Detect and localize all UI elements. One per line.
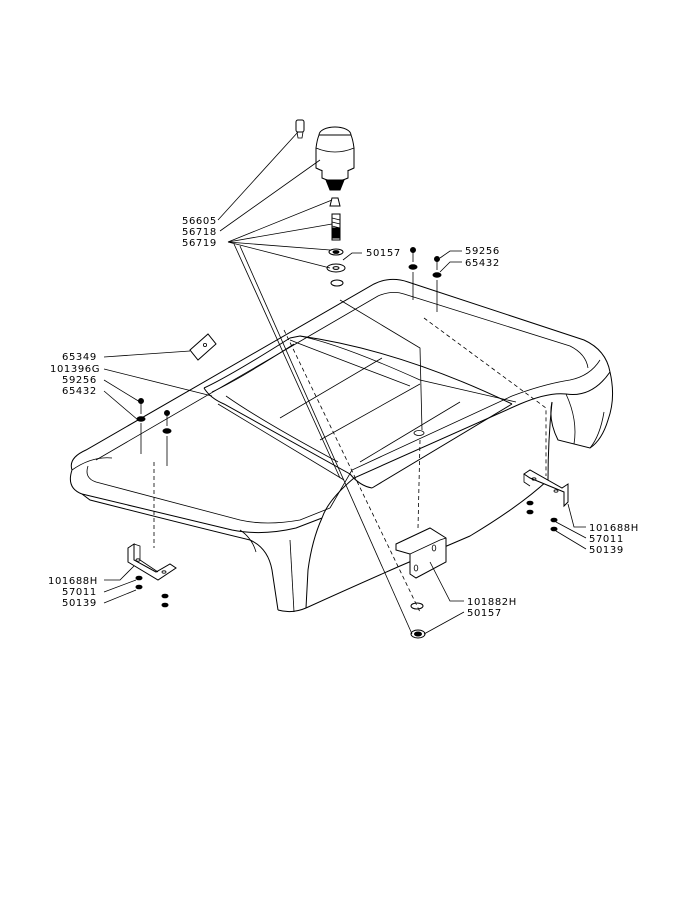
beacon-dome-part: [315, 126, 355, 191]
label-65349: 65349: [62, 352, 97, 363]
label-57011-right: 57011: [589, 534, 624, 545]
left-front-bolts: [136, 398, 172, 466]
right-rear-bolts: [408, 247, 442, 312]
label-57011-left: 57011: [62, 587, 97, 598]
label-101688h-left: 101688H: [48, 576, 98, 587]
alignment-lines: [153, 243, 547, 635]
roof-canopy: [69, 278, 614, 613]
right-mount-bracket: [523, 469, 569, 532]
label-56719: 56719: [182, 238, 217, 249]
label-56605: 56605: [182, 216, 217, 227]
label-56718: 56718: [182, 227, 217, 238]
leader-lines: [103, 131, 587, 635]
label-50157-bottom: 50157: [467, 608, 502, 619]
label-59256-right: 59256: [465, 246, 500, 257]
beacon-light: [295, 119, 355, 287]
threaded-stem-part: [326, 197, 346, 287]
label-50157-top: 50157: [366, 248, 401, 259]
label-50139-left: 50139: [62, 598, 97, 609]
label-101396g: 101396G: [50, 364, 100, 375]
label-101688h-right: 101688H: [589, 523, 639, 534]
label-59256-left: 59256: [62, 375, 97, 386]
label-50139-right: 50139: [589, 545, 624, 556]
center-mount-bracket: [395, 527, 447, 639]
small-plate-part: [189, 333, 217, 361]
roof-center-panel: [203, 335, 517, 489]
label-65432-left: 65432: [62, 386, 97, 397]
left-mount-bracket: [127, 543, 177, 608]
label-65432-right: 65432: [465, 258, 500, 269]
part-labels: 56605 56718 56719 50157 59256 65432 6534…: [48, 216, 639, 619]
label-101882h: 101882H: [467, 597, 517, 608]
lamp-cap-part: [295, 119, 305, 139]
